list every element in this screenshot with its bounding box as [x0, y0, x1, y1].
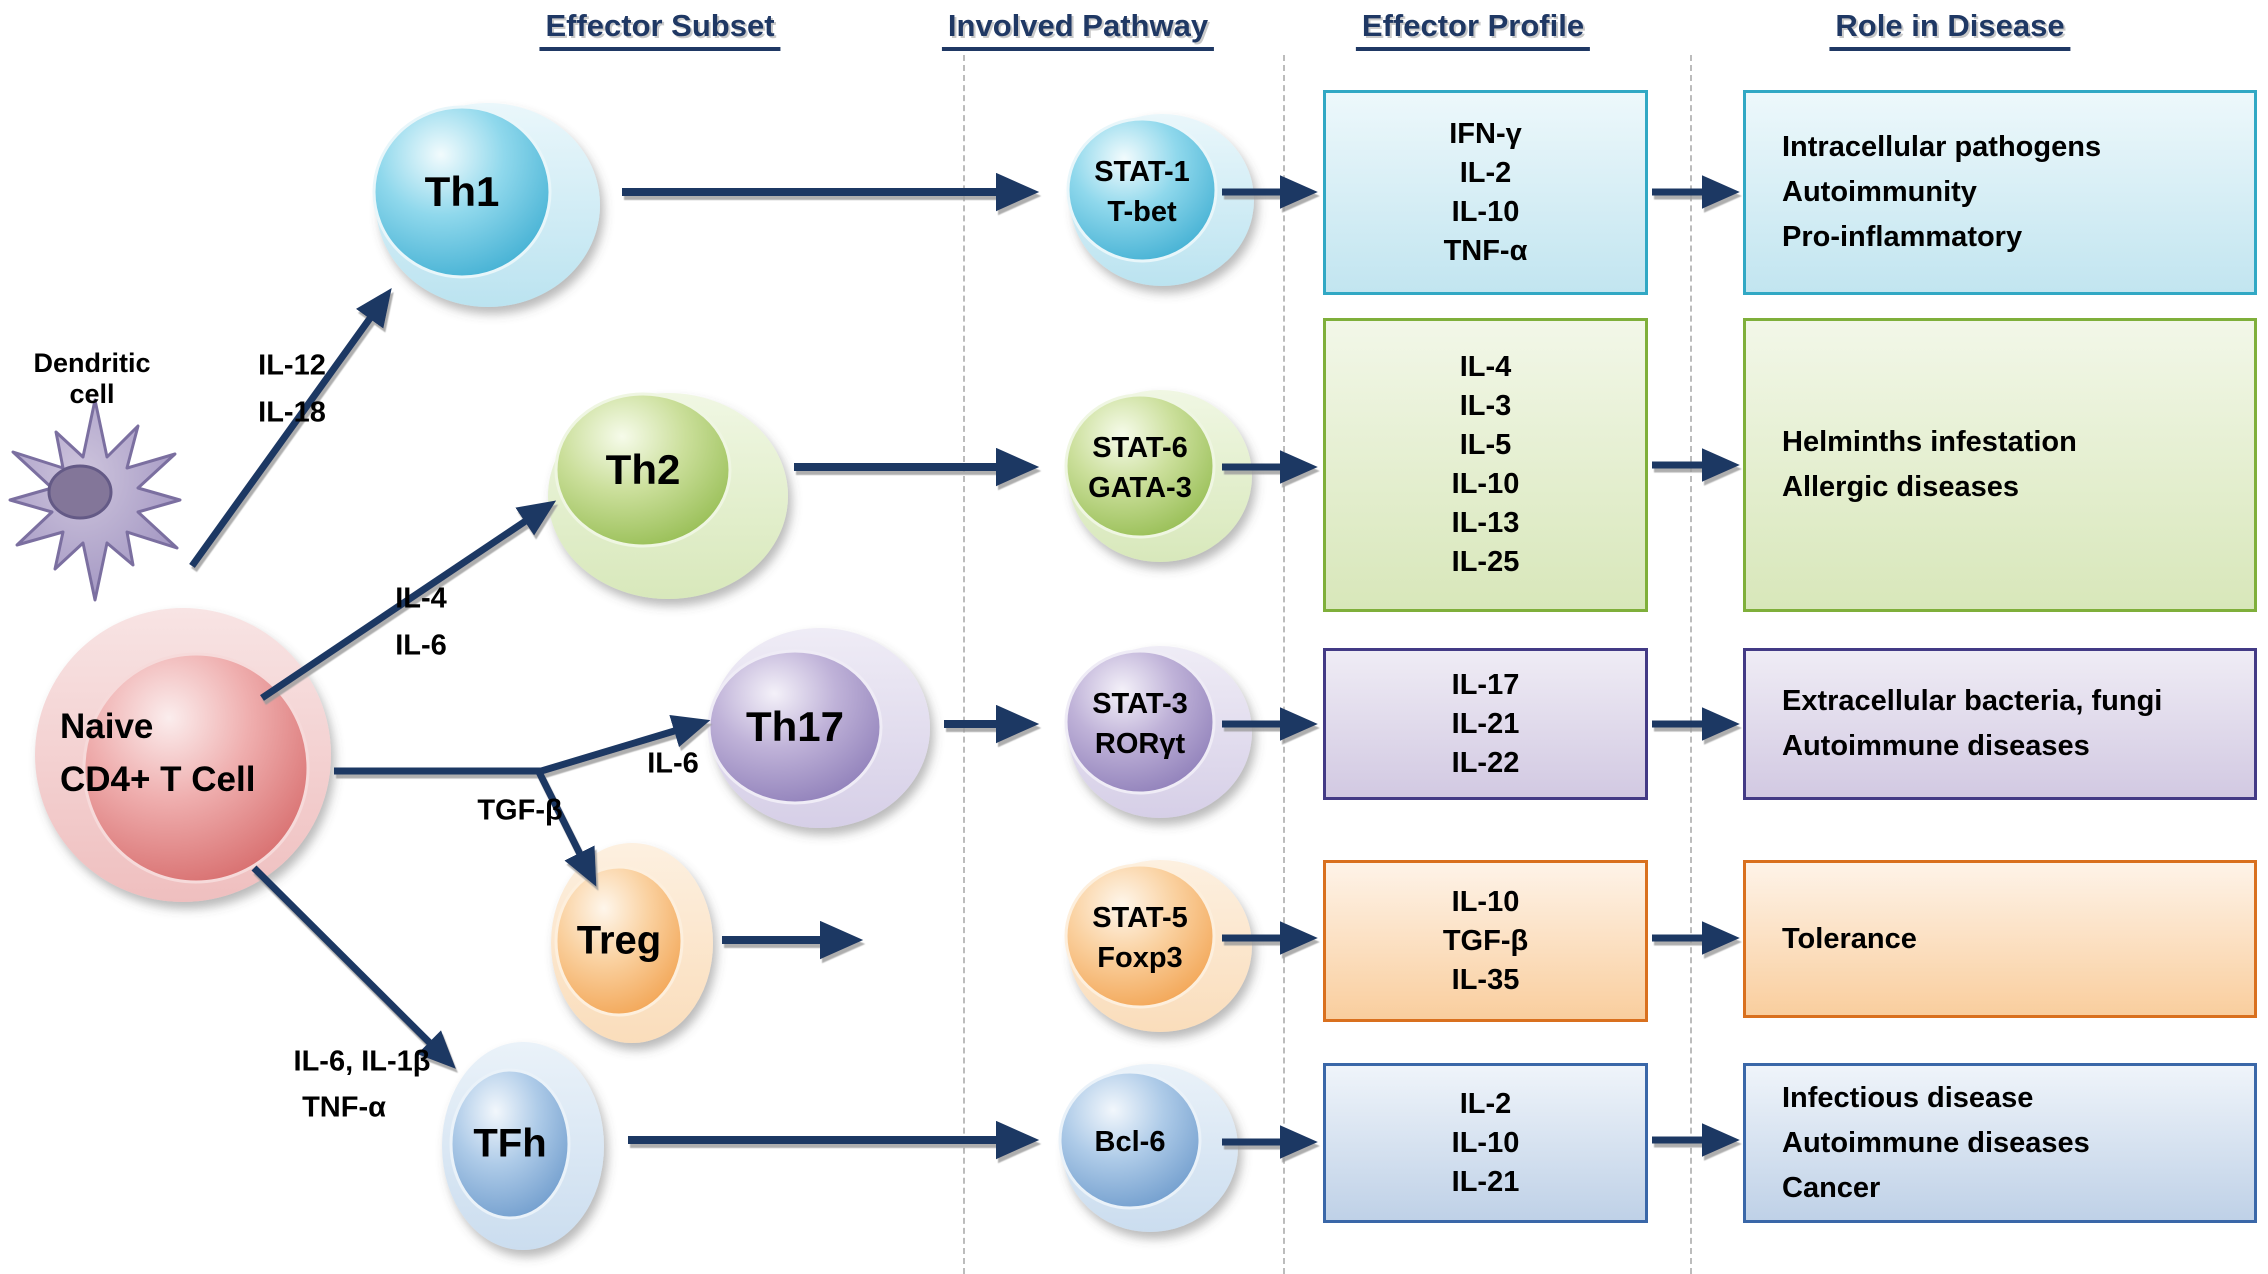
th17-pathway-line1: STAT-3 — [1092, 688, 1188, 720]
signal-il18: IL-18 — [258, 396, 326, 429]
naive-cell-label-line2: CD4+ T Cell — [60, 760, 256, 799]
signal-tnfa: TNF-α — [302, 1091, 386, 1124]
diagram-arrows — [189, 172, 1740, 1160]
column-separator-3 — [1690, 55, 1692, 1274]
th1-cell-graphic — [372, 103, 600, 307]
th17-pathway-label: STAT-3 RORγt — [1092, 684, 1188, 764]
arrow-naive-to-th1 — [189, 288, 392, 569]
th1-pathway-line1: STAT-1 — [1094, 156, 1190, 188]
treg-pathway-line2: Foxp3 — [1097, 942, 1183, 974]
role-item: Autoimmune diseases — [1782, 1126, 2090, 1159]
naive-cell-label: Naive CD4+ T Cell — [60, 700, 255, 806]
role-item: Tolerance — [1782, 922, 1917, 955]
profile-box-th17: IL-17 IL-21 IL-22 — [1323, 648, 1648, 800]
arrow-fork-to-treg — [534, 768, 597, 887]
role-item: Pro-inflammatory — [1782, 221, 2023, 253]
profile-box-th1: IFN-γ IL-2 IL-10 TNF-α — [1323, 90, 1648, 295]
naive-cell-label-line1: Naive — [60, 707, 154, 746]
th2-pathway-line2: GATA-3 — [1088, 472, 1192, 504]
signal-il6-th2: IL-6 — [395, 629, 447, 662]
profile-item: IL-4 — [1459, 351, 1512, 383]
profile-item: IL-10 — [1451, 1126, 1520, 1159]
profile-box-th2: IL-4 IL-3 IL-5 IL-10 IL-13 IL-25 — [1323, 318, 1648, 612]
profile-item: IL-10 — [1451, 195, 1520, 228]
header-involved-pathway: Involved Pathway — [941, 8, 1215, 51]
profile-box-tfh: IL-2 IL-10 IL-21 — [1323, 1063, 1648, 1223]
signal-tgfb: TGF-β — [477, 794, 563, 827]
profile-item: IL-21 — [1451, 707, 1520, 740]
role-box-th17: Extracellular bacteria, fungi Autoimmune… — [1743, 648, 2257, 800]
role-box-treg: Tolerance — [1743, 860, 2257, 1018]
treg-label: Treg — [576, 918, 662, 963]
treg-pathway-line1: STAT-5 — [1092, 902, 1188, 934]
signal-il6-th17: IL-6 — [647, 747, 699, 780]
th2-label: Th2 — [605, 446, 681, 493]
arrow-fork-to-th17 — [536, 714, 711, 776]
th2-cell-graphic — [548, 392, 788, 599]
profile-item: IL-25 — [1451, 546, 1520, 578]
dendritic-cell-graphic — [8, 398, 182, 602]
signal-il6-il1b: IL-6, IL-1β — [293, 1045, 431, 1078]
th2-pathway-label: STAT-6 GATA-3 — [1088, 428, 1192, 508]
profile-item: IL-10 — [1451, 468, 1520, 500]
th17-label: Th17 — [745, 703, 845, 750]
tfh-pathway-label: Bcl-6 — [1095, 1122, 1166, 1162]
profile-item: IL-22 — [1451, 746, 1520, 779]
profile-item: IL-35 — [1451, 963, 1520, 996]
profile-item: TNF-α — [1443, 234, 1528, 267]
th2-pathway-sphere — [1064, 390, 1252, 562]
header-effector-subset: Effector Subset — [539, 8, 781, 51]
role-item: Cancer — [1782, 1171, 1881, 1204]
th17-pathway-sphere — [1064, 646, 1252, 818]
profile-item: IL-10 — [1451, 885, 1520, 918]
dendritic-nucleus — [47, 464, 113, 520]
role-item: Extracellular bacteria, fungi — [1782, 685, 2163, 717]
th1-pathway-sphere — [1066, 114, 1254, 286]
role-box-th2: Helminths infestation Allergic diseases — [1743, 318, 2257, 612]
role-item: Autoimmunity — [1782, 176, 1977, 208]
th1-pathway-label: STAT-1 T-bet — [1094, 152, 1190, 232]
signal-il12: IL-12 — [258, 349, 326, 382]
role-item: Infectious disease — [1782, 1081, 2034, 1114]
treg-pathway-label: STAT-5 Foxp3 — [1092, 898, 1188, 978]
th1-pathway-line2: T-bet — [1107, 196, 1177, 228]
tfh-pathway-sphere — [1058, 1064, 1238, 1232]
th1-label: Th1 — [424, 168, 500, 215]
profile-item: IL-17 — [1451, 668, 1520, 701]
role-item: Intracellular pathogens — [1782, 131, 2102, 163]
profile-item: IL-5 — [1459, 429, 1512, 461]
header-role-in-disease: Role in Disease — [1829, 8, 2071, 51]
signal-il4: IL-4 — [395, 582, 447, 615]
arrow-naive-to-th2 — [260, 500, 557, 701]
profile-item: IFN-γ — [1449, 117, 1522, 150]
role-box-th1: Intracellular pathogens Autoimmunity Pro… — [1743, 90, 2257, 295]
dendritic-cell-label: Dendritic cell — [33, 348, 151, 409]
profile-item: TGF-β — [1442, 924, 1529, 957]
profile-item: IL-2 — [1459, 1087, 1512, 1120]
tfh-label: TFh — [473, 1121, 547, 1166]
profile-item: IL-2 — [1459, 156, 1512, 189]
tfh-cell-graphic — [442, 1042, 604, 1250]
tfh-pathway-line1: Bcl-6 — [1094, 1126, 1166, 1158]
role-box-tfh: Infectious disease Autoimmune diseases C… — [1743, 1063, 2257, 1223]
role-item: Helminths infestation — [1782, 426, 2077, 458]
role-item: Allergic diseases — [1782, 471, 2019, 503]
naive-cd4-cell-graphic — [35, 608, 331, 902]
header-effector-profile: Effector Profile — [1355, 8, 1591, 51]
th2-pathway-line1: STAT-6 — [1092, 432, 1188, 464]
treg-pathway-sphere — [1064, 860, 1252, 1032]
profile-item: IL-13 — [1451, 507, 1520, 539]
th17-pathway-line2: RORγt — [1094, 728, 1186, 760]
profile-item: IL-21 — [1451, 1165, 1520, 1198]
role-item: Autoimmune diseases — [1782, 730, 2090, 762]
treg-cell-graphic — [551, 843, 713, 1043]
profile-box-treg: IL-10 TGF-β IL-35 — [1323, 860, 1648, 1022]
column-separator-2 — [1283, 55, 1285, 1274]
arrow-naive-to-tfh — [251, 865, 456, 1069]
column-separator-1 — [963, 55, 965, 1274]
profile-item: IL-3 — [1459, 390, 1512, 422]
